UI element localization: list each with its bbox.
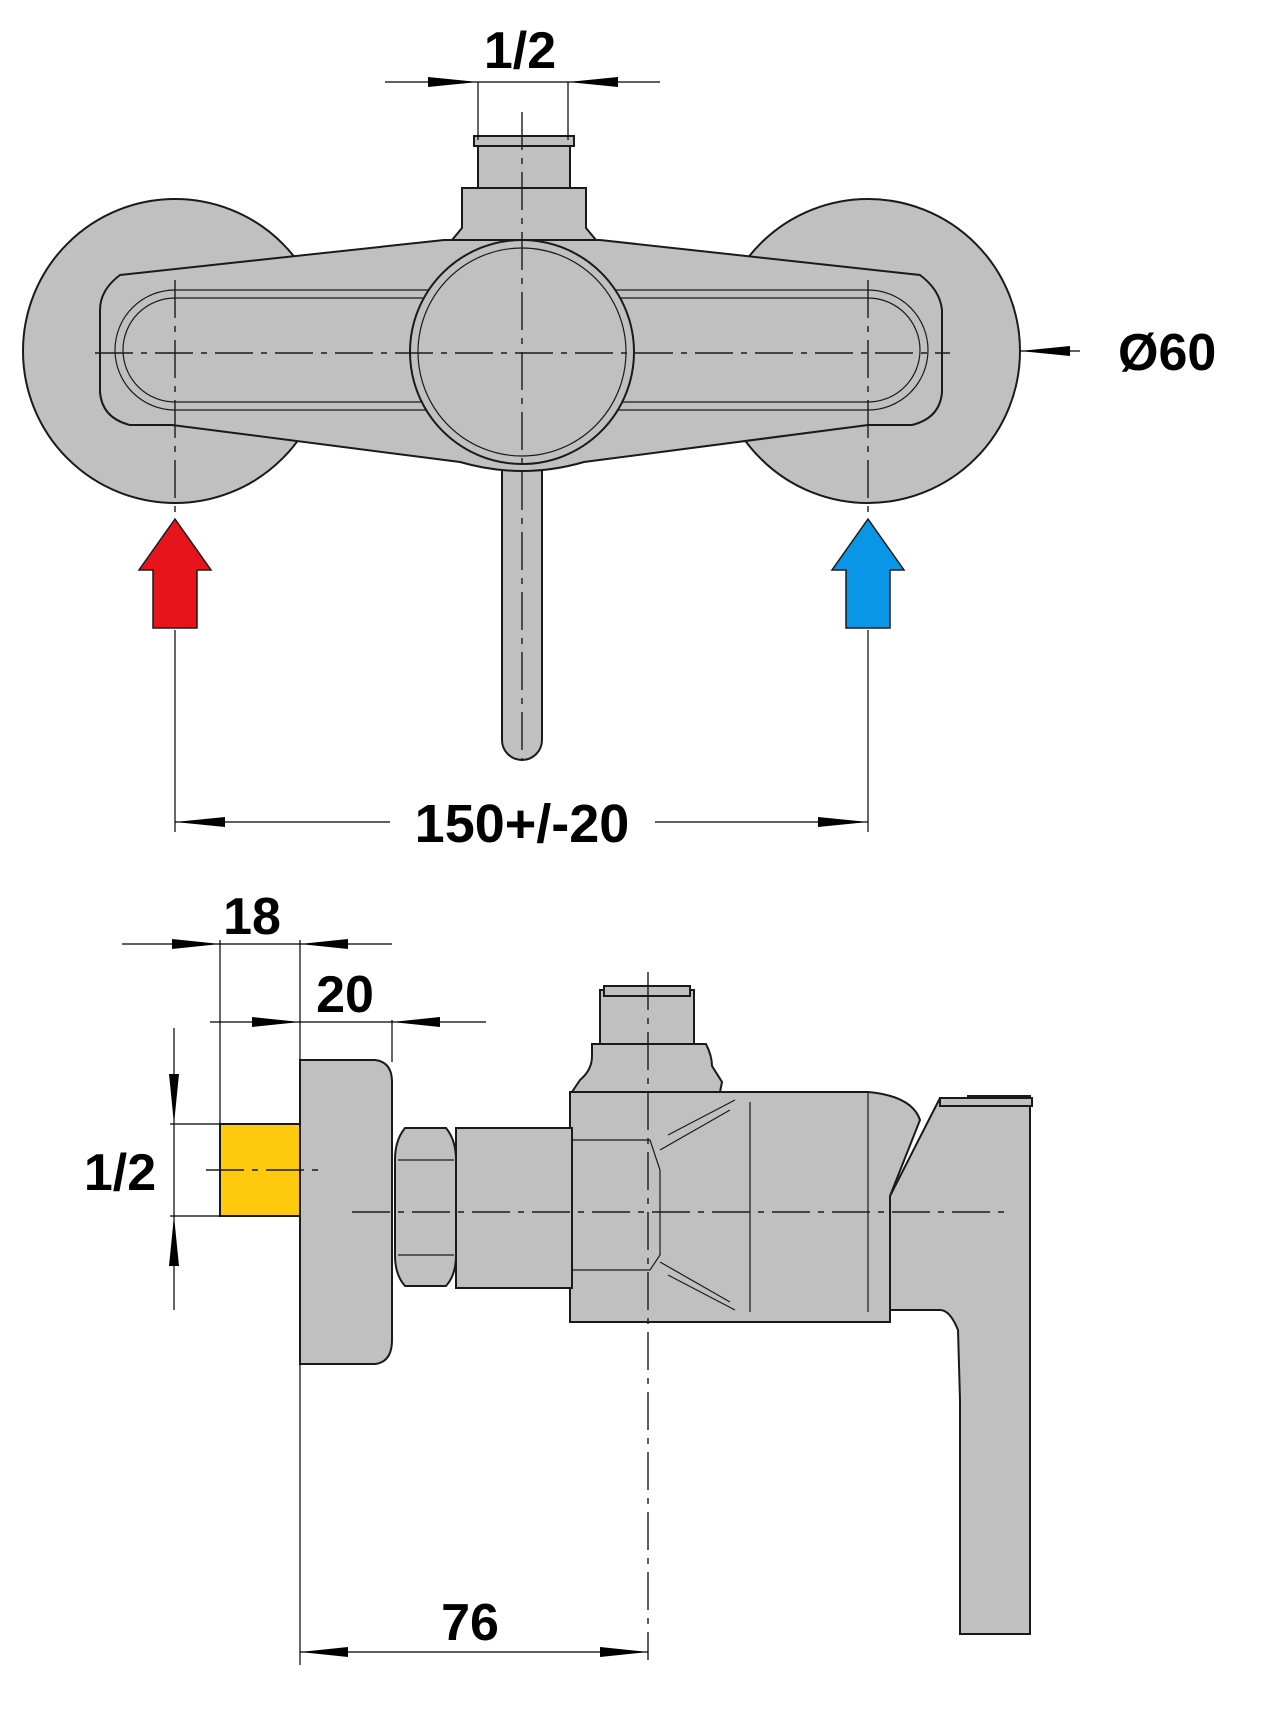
arrowhead bbox=[175, 817, 225, 827]
side-lever-handle bbox=[889, 1095, 1031, 1635]
side-hex-nut bbox=[394, 1127, 457, 1287]
front-view: 1/2 Ø60 150+/-20 bbox=[22, 22, 1216, 854]
side-escutcheon bbox=[299, 1059, 393, 1365]
arrowhead bbox=[568, 77, 618, 87]
outlet-connector-ring bbox=[473, 135, 575, 147]
side-outlet-ring bbox=[603, 985, 691, 997]
arrowhead bbox=[1020, 346, 1070, 356]
side-outlet-connector bbox=[599, 989, 695, 1045]
arrowhead bbox=[818, 817, 868, 827]
side-view: 18 20 1/2 76 bbox=[84, 888, 1033, 1665]
side-lever-cap bbox=[939, 1097, 1033, 1107]
outlet-connector bbox=[477, 139, 571, 193]
side-outlet-neck bbox=[570, 1043, 724, 1093]
arrowhead bbox=[600, 1647, 648, 1657]
arrowhead bbox=[169, 1074, 179, 1124]
dim-inlet-thread-size: 1/2 bbox=[84, 1144, 156, 1202]
hot-inlet-arrow bbox=[137, 517, 213, 629]
dim-thread-length: 18 bbox=[223, 888, 281, 946]
arrowhead bbox=[169, 1216, 179, 1266]
body-facet-lines bbox=[659, 1099, 736, 1311]
arrowhead bbox=[300, 939, 348, 949]
dim-depth-to-axis: 76 bbox=[441, 1594, 499, 1652]
arrowhead bbox=[172, 939, 220, 949]
cold-inlet-arrow bbox=[830, 517, 906, 629]
dim-flange-depth: 20 bbox=[316, 966, 374, 1024]
arrowhead bbox=[392, 1017, 440, 1027]
outlet-neck bbox=[449, 187, 599, 241]
dim-inlet-center-distance: 150+/-20 bbox=[415, 794, 630, 854]
arrowhead bbox=[300, 1647, 348, 1657]
arrowhead bbox=[428, 77, 478, 87]
side-connector-pipe bbox=[455, 1127, 573, 1289]
dim-outlet-thread: 1/2 bbox=[484, 22, 556, 80]
dim-escutcheon-diameter: Ø60 bbox=[1118, 324, 1216, 382]
side-body bbox=[569, 1091, 922, 1323]
arrowhead bbox=[252, 1017, 300, 1027]
